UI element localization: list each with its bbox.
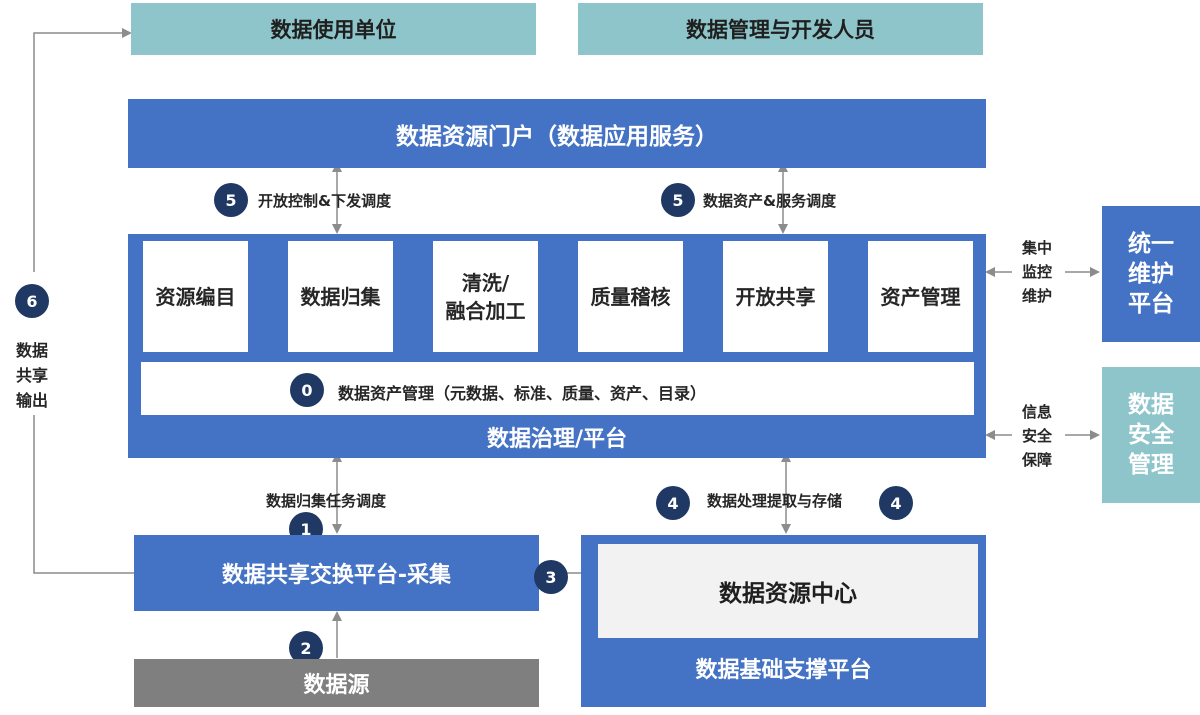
pipeline-step: 开放共享 [723,241,828,352]
badge-process-store-left: 4 [656,486,690,520]
badge-asset-management: 0 [290,373,324,407]
badge-process-store-right: 4 [879,486,913,520]
data-security-box: 数据 安全 管理 [1102,367,1200,503]
badge-asset-service: 5 [661,183,695,217]
governance-platform [128,234,986,458]
open-control-label: 开放控制&下发调度 [258,192,392,210]
collect-task-label: 数据归集任务调度 [266,492,387,510]
pipeline-step: 质量稽核 [578,241,683,352]
unified-maintenance-box: 统一 维护 平台 [1102,206,1200,342]
process-store-label: 数据处理提取与存储 [707,492,843,510]
asset-management-bar [141,362,974,415]
data-resource-center-box: 数据资源中心 [598,544,978,638]
pipeline-step: 资产管理 [868,241,973,352]
loop-line-bottom [33,415,134,574]
badge-open-control: 5 [214,183,248,217]
loop-line-top [33,28,132,272]
pipeline-step: 清洗/ 融合加工 [433,241,538,352]
data-portal-box: 数据资源门户（数据应用服务） [128,99,986,168]
asset-management-label: 数据资产管理（元数据、标准、质量、资产、目录） [338,384,707,403]
data-devs-box: 数据管理与开发人员 [578,3,983,55]
data-source-box: 数据源 [134,659,539,707]
data-users-box: 数据使用单位 [131,3,536,55]
share-output-label: 数据 共享 输出 [15,341,48,410]
badge-exchange-to-center: 3 [534,560,568,594]
asset-service-label: 数据资产&服务调度 [703,192,837,210]
governance-title: 数据治理/平台 [486,427,628,452]
badge-share-output: 6 [15,284,49,318]
security-label: 信息 安全 保障 [1021,403,1052,469]
ops-label: 集中 监控 维护 [1021,239,1052,305]
pipeline-step: 数据归集 [288,241,393,352]
support-platform-title: 数据基础支撑平台 [695,658,872,683]
pipeline-step: 资源编目 [143,241,248,352]
exchange-platform-box: 数据共享交换平台-采集 [134,535,539,611]
